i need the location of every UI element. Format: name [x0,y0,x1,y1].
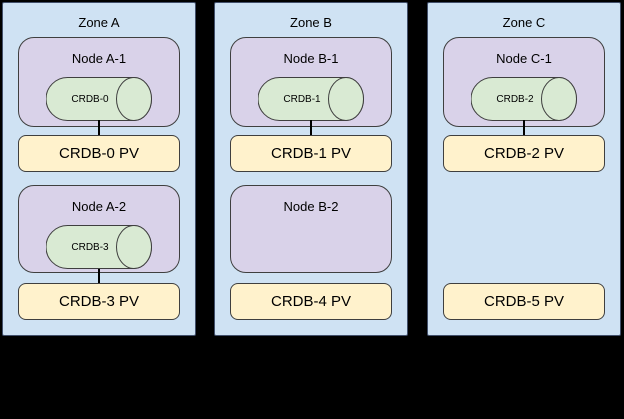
pv-crdb-5: CRDB-5 PV [443,283,605,320]
pv-crdb-3: CRDB-3 PV [18,283,180,320]
crdb-pod-label: CRDB-1 [283,93,321,105]
pod-pv-connector-line [310,120,312,135]
node-b-1: Node B-1 CRDB-1 [230,37,392,127]
pod-pv-connector-line [523,120,525,135]
pv-crdb-1: CRDB-1 PV [230,135,392,172]
zone-c: Zone C Node C-1 CRDB-2 CRDB-2 PV CRDB-5 … [427,2,621,336]
crdb-pod-label: CRDB-2 [496,93,534,105]
crdb-pod-cylinder: CRDB-2 [471,77,577,121]
pv-crdb-2: CRDB-2 PV [443,135,605,172]
node-label: Node B-1 [283,51,339,66]
node-label: Node A-1 [71,51,127,66]
pod-pv-connector-line [98,120,100,135]
zone-b: Zone B Node B-1 CRDB-1 CRDB-1 PV Node B-… [214,2,408,336]
crdb-pod-cylinder: CRDB-1 [258,77,364,121]
cylinder-shape-icon [471,77,577,121]
zone-a: Zone A Node A-1 CRDB-0 CRDB-0 PV Node A-… [2,2,196,336]
node-a-1: Node A-1 CRDB-0 [18,37,180,127]
zone-label: Zone A [78,15,120,30]
zone-label: Zone B [290,15,332,30]
cylinder-shape-icon [258,77,364,121]
node-label: Node C-1 [496,51,552,66]
zone-label: Zone C [502,15,546,30]
pv-label: CRDB-3 PV [58,293,140,310]
pv-crdb-0: CRDB-0 PV [18,135,180,172]
cylinder-shape-icon [46,225,152,269]
pv-crdb-4: CRDB-4 PV [230,283,392,320]
pv-label: CRDB-2 PV [483,145,565,162]
pv-label: CRDB-0 PV [58,145,140,162]
pod-pv-connector-line [98,269,100,283]
crdb-pod-label: CRDB-3 [71,241,109,253]
pv-label: CRDB-5 PV [483,293,565,310]
crdb-pod-label: CRDB-0 [71,93,109,105]
pv-label: CRDB-4 PV [270,293,352,310]
crdb-pod-cylinder: CRDB-3 [46,225,152,269]
node-label: Node A-2 [71,199,127,214]
node-a-2: Node A-2 CRDB-3 [18,185,180,273]
cylinder-shape-icon [46,77,152,121]
node-c-1: Node C-1 CRDB-2 [443,37,605,127]
node-label: Node B-2 [283,199,339,214]
node-b-2: Node B-2 [230,185,392,273]
crdb-pod-cylinder: CRDB-0 [46,77,152,121]
pv-label: CRDB-1 PV [270,145,352,162]
